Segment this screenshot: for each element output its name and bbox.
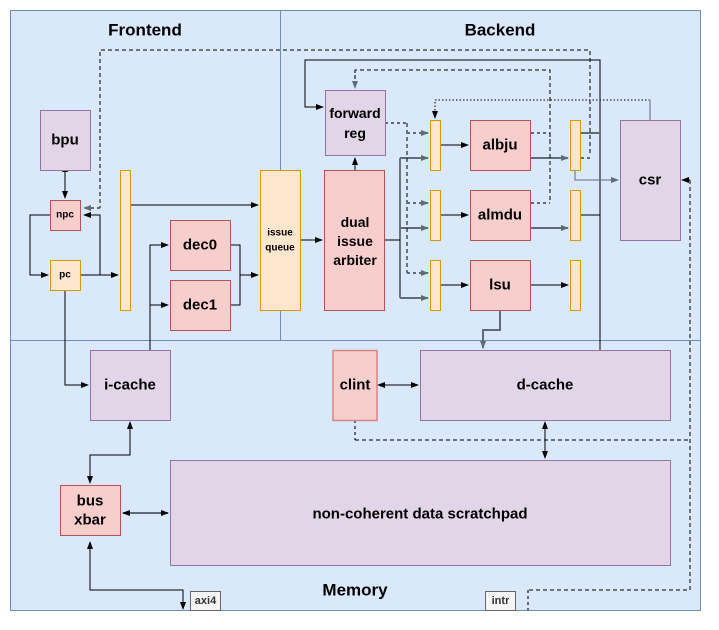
icache-to-dec0-wire (149, 242, 169, 350)
fetch-pipeline-register (120, 170, 131, 311)
d-cache-block[interactable]: d-cache (420, 350, 671, 421)
csr-label: csr (639, 172, 662, 189)
lsu-to-dcache-wire (480, 310, 501, 349)
lsu-input-register (430, 260, 441, 311)
csr-block[interactable]: csr (620, 120, 681, 241)
npc-label: npc (56, 210, 74, 221)
albju-block[interactable]: albju (470, 120, 531, 171)
albju-reg-to-csr (574, 170, 619, 183)
arbiter-label-line1: dual (341, 214, 370, 230)
dec0-block[interactable]: dec0 (170, 220, 231, 271)
almdu-output-register (570, 190, 581, 241)
memory-title: Memory (322, 581, 388, 600)
albju-label: albju (482, 137, 517, 154)
almdu-input-register (430, 190, 441, 241)
dec1-label: dec1 (183, 297, 217, 314)
dual-issue-arbiter-block[interactable]: dual issue arbiter (324, 170, 385, 311)
bus-xbar-block[interactable]: bus xbar (60, 485, 121, 536)
scratchpad-label: non-coherent data scratchpad (312, 506, 527, 523)
intr-to-csr-wire (528, 180, 691, 591)
npc-to-pc-wire (29, 214, 52, 278)
issue-queue-block[interactable]: issue queue (260, 170, 301, 311)
lsu-block[interactable]: lsu (470, 260, 531, 311)
pc-to-icache-wire (64, 290, 89, 388)
dec1-block[interactable]: dec1 (170, 280, 231, 331)
almdu-label: almdu (478, 207, 522, 224)
intr-label: intr (492, 595, 510, 607)
writeback-to-forward-reg (304, 59, 601, 350)
albju-output-register (570, 120, 581, 171)
axi4-port[interactable]: axi4 (190, 591, 221, 611)
forward-reg-block[interactable]: forward reg (325, 90, 386, 156)
bpu-block[interactable]: bpu (40, 110, 91, 171)
clint-label: clint (340, 377, 371, 394)
npc-block[interactable]: npc (50, 200, 81, 231)
almdu-block[interactable]: almdu (470, 190, 531, 241)
axi4-label: axi4 (195, 595, 217, 607)
lsu-label: lsu (489, 277, 511, 294)
issue-queue-label-line2: queue (265, 243, 295, 254)
frontend-title: Frontend (108, 21, 182, 40)
forward-reg-label-line2: reg (344, 125, 366, 141)
intr-port[interactable]: intr (485, 591, 516, 611)
d-cache-label: d-cache (517, 377, 574, 394)
arbiter-label-line3: arbiter (333, 252, 377, 268)
i-cache-label: i-cache (104, 377, 156, 394)
issue-queue-label-line1: issue (267, 228, 293, 239)
arbiter-label-line2: issue (337, 233, 373, 249)
bus-xbar-label-line2: xbar (74, 512, 106, 529)
bus-xbar-label-line1: bus (77, 493, 104, 510)
pc-to-npc-wire (81, 212, 101, 276)
lsu-output-register (570, 260, 581, 311)
scratchpad-block[interactable]: non-coherent data scratchpad (170, 460, 671, 566)
albju-input-register (430, 120, 441, 171)
forward-reg-label-line1: forward (329, 105, 380, 121)
flush-wire (99, 49, 591, 208)
dec0-label: dec0 (183, 237, 217, 254)
backend-title: Backend (465, 21, 536, 40)
clint-block[interactable]: clint (332, 349, 378, 422)
csr-dotted-wire (432, 99, 650, 119)
pc-block[interactable]: pc (50, 260, 81, 291)
i-cache-block[interactable]: i-cache (90, 350, 171, 421)
xbar-axi4-wire (87, 541, 186, 610)
bpu-label: bpu (51, 132, 79, 149)
pc-label: pc (59, 270, 71, 281)
icache-xbar-wire (87, 421, 133, 484)
